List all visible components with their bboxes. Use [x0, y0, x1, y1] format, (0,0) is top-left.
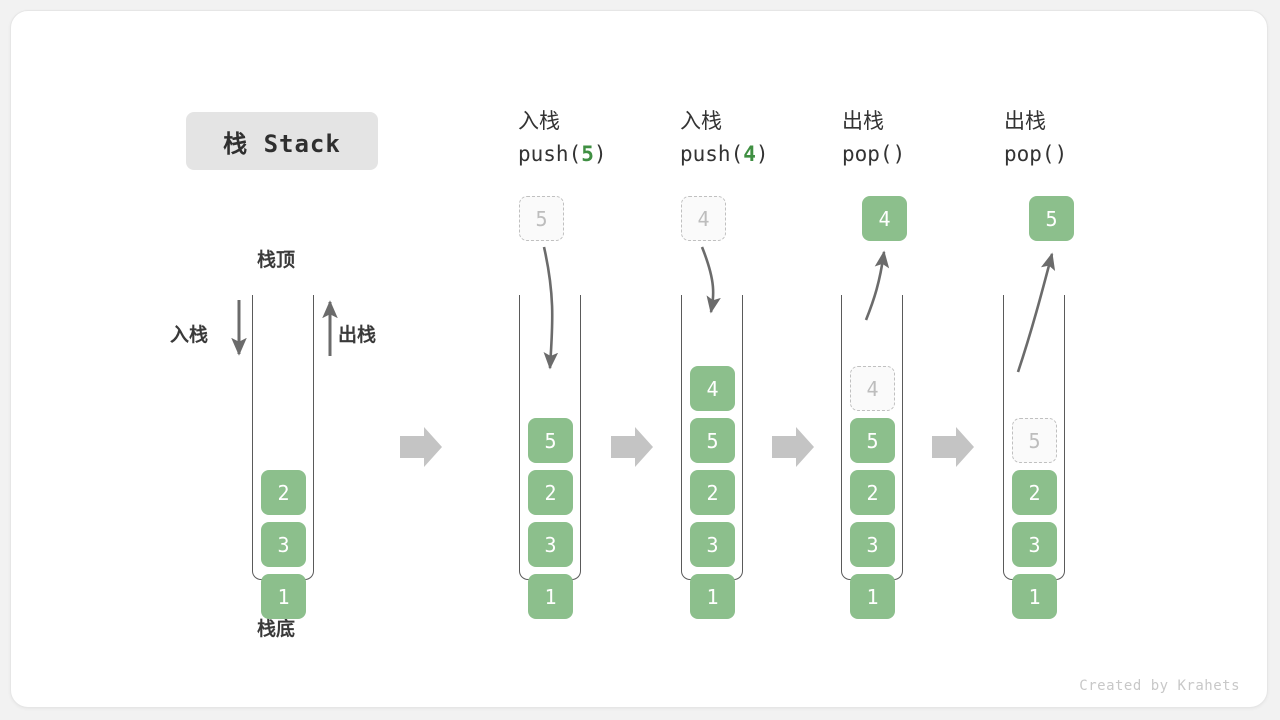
popped-value-box: 5: [1029, 196, 1074, 241]
stack-cell-removed: 5: [1012, 418, 1057, 463]
step-op-code: pop(): [1004, 138, 1067, 171]
code-prefix: pop(: [1004, 142, 1055, 166]
incoming-value-box: 4: [681, 196, 726, 241]
code-prefix: pop(: [842, 142, 893, 166]
step-op-label: 入栈: [680, 109, 722, 133]
stack-cell: 2: [528, 470, 573, 515]
step-op-label: 出栈: [842, 109, 884, 133]
step-op-label: 入栈: [518, 109, 560, 133]
stack-cell: 3: [528, 522, 573, 567]
step-op-code: push(4): [680, 138, 769, 171]
popped-value-box: 4: [862, 196, 907, 241]
stack-cell: 3: [1012, 522, 1057, 567]
code-prefix: push(: [680, 142, 744, 166]
stack-cell: 4: [690, 366, 735, 411]
code-suffix: ): [593, 142, 607, 166]
base-stack-cell: 1: [261, 574, 306, 619]
stack-cell: 5: [850, 418, 895, 463]
stack-cell: 5: [690, 418, 735, 463]
page-title: 栈 Stack: [223, 129, 341, 158]
stack-bottom-label: 栈底: [257, 618, 296, 640]
step-header-2: 入栈 push(4): [680, 105, 769, 171]
code-argument: 4: [743, 142, 756, 166]
stack-cell: 3: [850, 522, 895, 567]
stack-cell: 1: [528, 574, 573, 619]
code-suffix: ): [755, 142, 769, 166]
step-op-code: push(5): [518, 138, 607, 171]
step-header-3: 出栈 pop(): [842, 105, 905, 171]
stack-cell: 2: [1012, 470, 1057, 515]
code-prefix: push(: [518, 142, 582, 166]
step-op-code: pop(): [842, 138, 905, 171]
stack-cell: 2: [690, 470, 735, 515]
stack-cell: 1: [1012, 574, 1057, 619]
stack-cell: 2: [850, 470, 895, 515]
attribution-footer: Created by Krahets: [1079, 678, 1240, 694]
diagram-title-chip: 栈 Stack: [186, 112, 378, 170]
code-suffix: ): [892, 142, 906, 166]
stack-cell: 1: [850, 574, 895, 619]
stack-top-label: 栈顶: [257, 249, 296, 271]
push-direction-label: 入栈: [170, 324, 209, 346]
stack-cell-removed: 4: [850, 366, 895, 411]
base-stack-cell: 2: [261, 470, 306, 515]
code-argument: 5: [581, 142, 594, 166]
stack-cell: 3: [690, 522, 735, 567]
step-header-4: 出栈 pop(): [1004, 105, 1067, 171]
base-stack-cell: 3: [261, 522, 306, 567]
stack-cell: 1: [690, 574, 735, 619]
code-suffix: ): [1054, 142, 1068, 166]
step-op-label: 出栈: [1004, 109, 1046, 133]
step-header-1: 入栈 push(5): [518, 105, 607, 171]
incoming-value-box: 5: [519, 196, 564, 241]
stack-cell: 5: [528, 418, 573, 463]
pop-direction-label: 出栈: [338, 324, 377, 346]
